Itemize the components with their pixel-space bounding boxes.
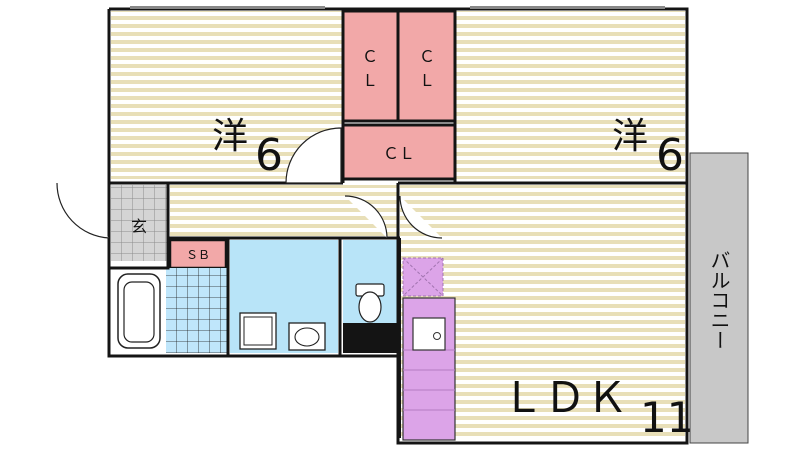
western-left-size: 6 [255,130,283,181]
bath-tile [166,268,228,353]
ldk-label: ＬＤＫ [502,373,628,422]
closet-b-label-top: Ｃ [419,47,435,66]
balcony [689,152,749,444]
floor-western-right [455,11,685,179]
entrance-label: 玄 [131,217,147,236]
closet-b-label-bottom: Ｌ [419,71,435,90]
western-right-label: 洋 [612,116,648,157]
entrance-floor [111,185,168,261]
doors [56,127,443,239]
balcony-label: バルコニー [707,250,731,350]
western-right-size: 6 [656,130,684,181]
closet-c-label: ＣＬ [383,144,415,163]
closet-a [341,9,400,123]
closet-b [396,9,457,123]
western-left-label: 洋 [212,116,248,157]
closet-a-label-top: Ｃ [362,47,378,66]
ldk-size: 11 [640,393,693,442]
shoe-box-label: ＳＢ [186,248,210,262]
closet-a-label-bottom: Ｌ [362,71,378,90]
